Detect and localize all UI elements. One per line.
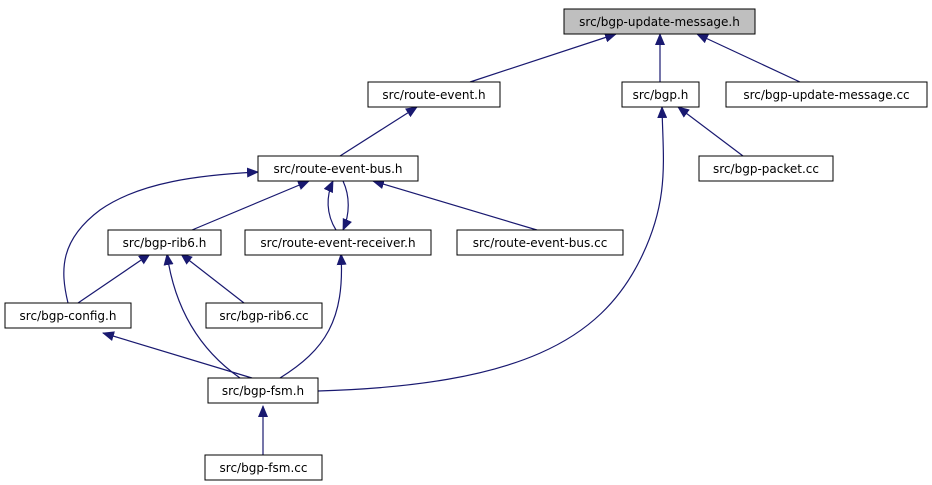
node-bgp-fsm-h[interactable]: src/bgp-fsm.h	[207, 377, 319, 404]
node-bgp-rib6-cc[interactable]: src/bgp-rib6.cc	[205, 302, 323, 329]
node-box	[367, 81, 501, 108]
node-label: src/route-event-bus.h	[274, 162, 403, 176]
node-box	[621, 81, 700, 108]
node-box	[244, 229, 432, 256]
edge-bgp-rib6-to-route-event-bus	[191, 180, 310, 231]
edge-bgp-fsm-to-bgp-config	[102, 331, 253, 379]
node-route-event-bus-h[interactable]: src/route-event-bus.h	[257, 155, 419, 182]
edge-route-event-bus-to-route-event	[339, 106, 418, 157]
node-box	[456, 229, 624, 256]
edge-route-event-bus-cc-to-route-event-bus	[372, 179, 538, 231]
node-label: src/route-event-receiver.h	[260, 236, 415, 250]
edge-bgp-config-to-route-event-bus	[63, 167, 259, 304]
node-box	[563, 8, 756, 35]
edge-route-event-receiver-to-route-event-bus	[323, 180, 337, 231]
node-label: src/bgp-fsm.cc	[220, 461, 308, 475]
node-route-event-h[interactable]: src/route-event.h	[367, 81, 501, 108]
node-box	[107, 229, 222, 256]
node-route-event-bus-cc[interactable]: src/route-event-bus.cc	[456, 229, 624, 256]
node-label: src/bgp-fsm.h	[222, 384, 304, 398]
node-bgp-update-message-cc[interactable]: src/bgp-update-message.cc	[725, 81, 928, 108]
edge-update-message-cc-to-update-message	[696, 33, 801, 83]
node-box	[205, 302, 323, 329]
node-route-event-receiver-h[interactable]: src/route-event-receiver.h	[244, 229, 432, 256]
node-box	[698, 155, 834, 182]
node-bgp-rib6-h[interactable]: src/bgp-rib6.h	[107, 229, 222, 256]
edge-bgp-fsm-to-route-event-receiver	[279, 253, 347, 379]
node-label: src/route-event-bus.cc	[473, 236, 608, 250]
node-label: src/route-event.h	[382, 88, 485, 102]
node-label: src/bgp-packet.cc	[713, 162, 819, 176]
node-bgp-h[interactable]: src/bgp.h	[621, 81, 700, 108]
edge-bgp-fsm-to-bgp-rib6	[163, 253, 241, 379]
node-bgp-packet-cc[interactable]: src/bgp-packet.cc	[698, 155, 834, 182]
node-bgp-fsm-cc[interactable]: src/bgp-fsm.cc	[204, 454, 323, 481]
node-label: src/bgp-config.h	[20, 309, 117, 323]
node-box	[4, 302, 132, 329]
node-box	[207, 377, 319, 404]
edge-route-event-to-update-message	[469, 32, 617, 83]
edge-bgp-packet-to-bgp	[677, 106, 744, 157]
node-label: src/bgp-update-message.h	[579, 15, 740, 29]
edge-bgp-fsm-to-bgp	[317, 106, 668, 392]
edge-layer	[63, 32, 801, 455]
node-box	[204, 454, 323, 481]
node-label: src/bgp.h	[633, 88, 689, 102]
node-layer: src/bgp-update-message.h src/route-event…	[4, 8, 928, 481]
node-box	[257, 155, 419, 182]
edge-bgp-rib6-cc-to-bgp-rib6	[180, 253, 245, 304]
edge-route-event-bus-to-route-event-receiver	[342, 180, 352, 231]
node-label: src/bgp-rib6.h	[123, 236, 207, 250]
node-label: src/bgp-rib6.cc	[219, 309, 308, 323]
node-box	[725, 81, 928, 108]
edge-bgp-config-to-bgp-rib6	[77, 253, 151, 304]
node-label: src/bgp-update-message.cc	[743, 88, 909, 102]
node-bgp-update-message-h[interactable]: src/bgp-update-message.h	[563, 8, 756, 35]
node-bgp-config-h[interactable]: src/bgp-config.h	[4, 302, 132, 329]
